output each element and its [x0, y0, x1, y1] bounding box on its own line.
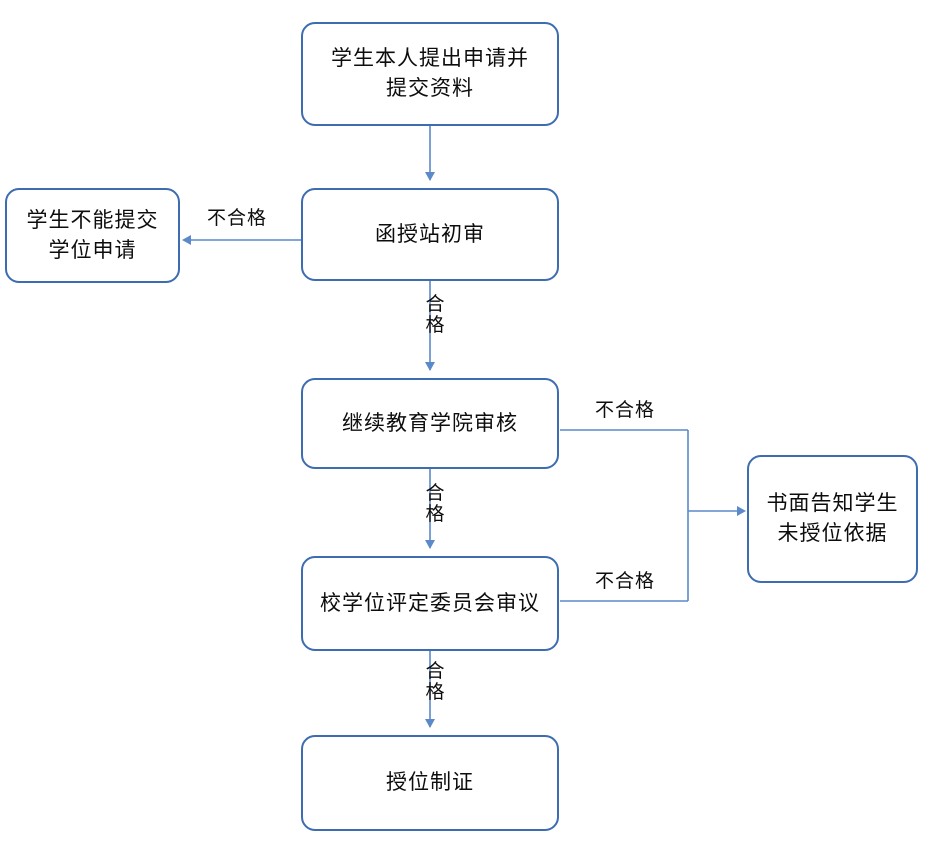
node-written-notice[interactable]: 书面告知学生 未授位依据 [747, 455, 918, 583]
edge-label-pass-committee: 合 格 [424, 661, 446, 704]
edge-label-fail-station: 不合格 [207, 208, 268, 229]
node-college-review[interactable]: 继续教育学院审核 [301, 378, 559, 469]
node-apply[interactable]: 学生本人提出申请并 提交资料 [301, 22, 559, 126]
edge-label-pass-station: 合 格 [424, 294, 446, 337]
pass-char-2: 格 [425, 682, 445, 704]
node-committee-review[interactable]: 校学位评定委员会审议 [301, 556, 559, 651]
node-written-notice-label: 书面告知学生 未授位依据 [766, 492, 899, 545]
node-station-label: 函授站初审 [375, 222, 485, 246]
node-grant-degree-label: 授位制证 [386, 771, 474, 795]
pass-char-2: 格 [425, 315, 445, 337]
node-apply-label: 学生本人提出申请并 提交资料 [331, 47, 529, 100]
edge-label-fail-committee: 不合格 [595, 571, 656, 592]
node-committee-review-label: 校学位评定委员会审议 [320, 591, 540, 615]
pass-char-1: 合 [425, 661, 445, 682]
pass-char-1: 合 [425, 294, 445, 315]
edge-label-pass-college: 合 格 [424, 483, 446, 526]
pass-char-2: 格 [425, 504, 445, 526]
node-reject-application-label: 学生不能提交 学位申请 [26, 208, 159, 262]
node-station[interactable]: 函授站初审 [301, 188, 559, 281]
node-grant-degree[interactable]: 授位制证 [301, 735, 559, 831]
pass-char-1: 合 [425, 483, 445, 504]
edge-label-fail-college: 不合格 [595, 400, 656, 421]
node-college-review-label: 继续教育学院审核 [342, 411, 518, 435]
node-reject-application[interactable]: 学生不能提交 学位申请 [5, 188, 180, 283]
